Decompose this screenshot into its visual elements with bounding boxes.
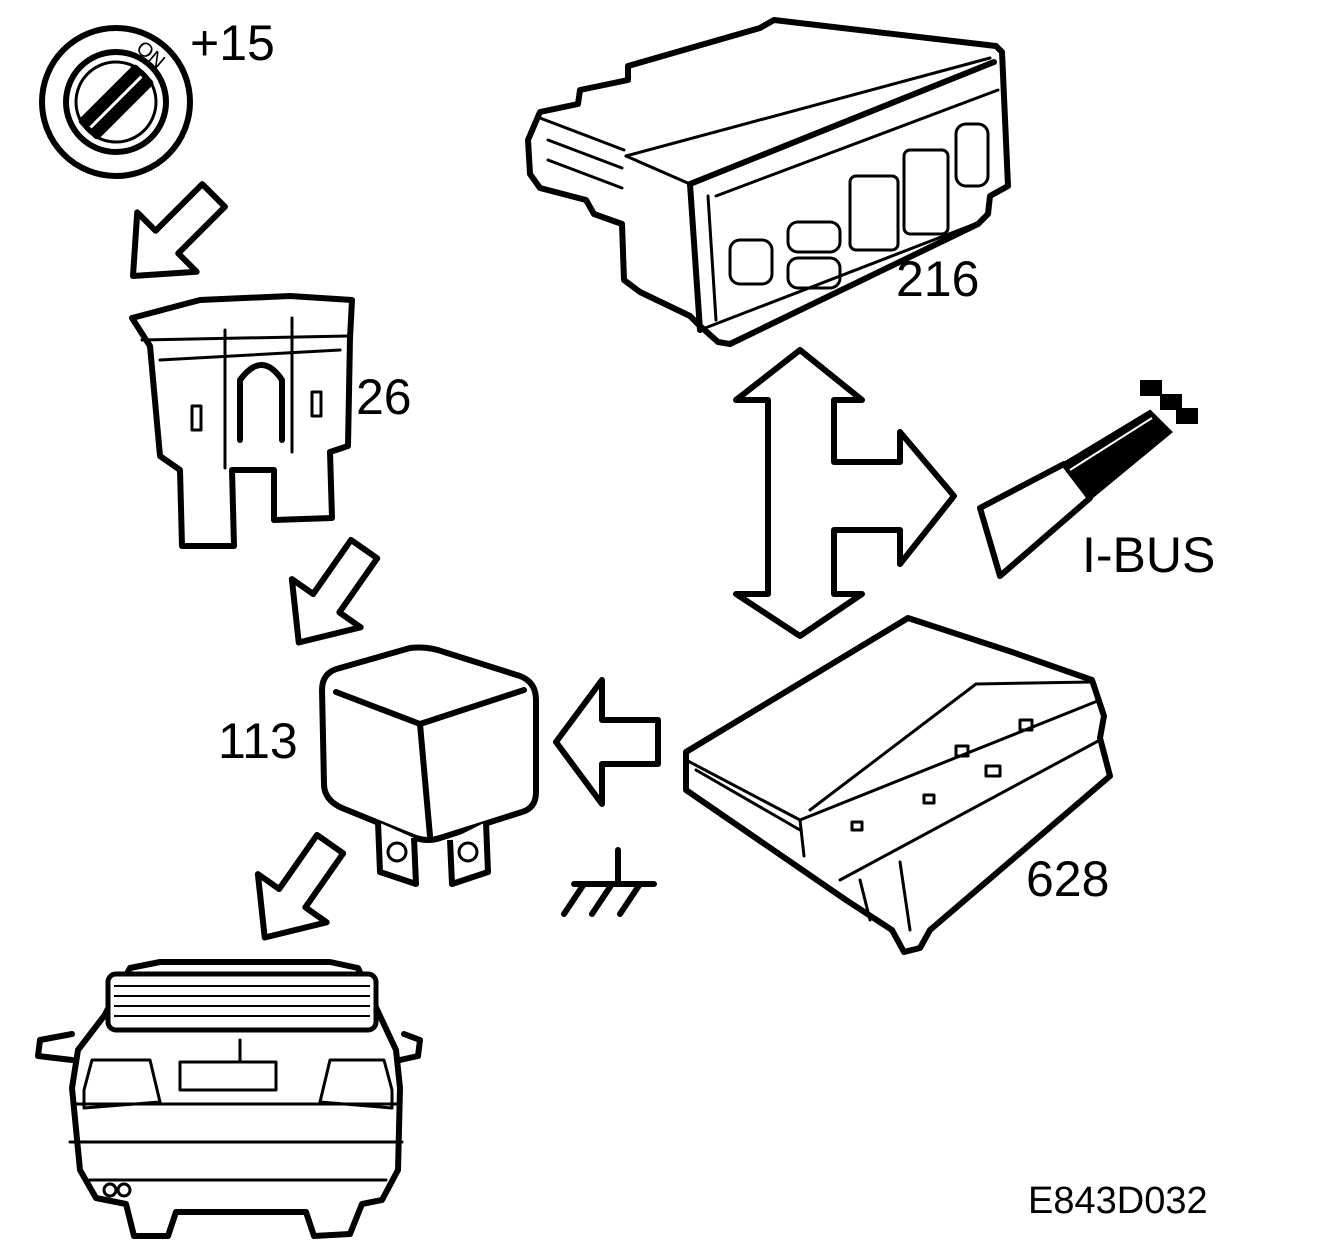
figure-id-label: E843D032 (1028, 1180, 1208, 1222)
bus-connector-icon (977, 380, 1198, 579)
rear-window-car-icon (35, 959, 423, 1239)
bus-link-double-arrow (733, 347, 957, 639)
panel-label: 216 (896, 251, 980, 307)
fuse-label: 26 (356, 369, 412, 425)
bus-label: I-BUS (1082, 527, 1216, 583)
fuse-icon (129, 293, 355, 549)
ignition-label: +15 (190, 15, 275, 71)
relay-icon (319, 644, 539, 887)
control-module-icon (683, 615, 1113, 955)
ignition-switch-icon (39, 25, 193, 179)
module-label: 628 (1026, 851, 1110, 907)
flow-arrow-ground-to-relay (553, 677, 661, 807)
flow-arrow-fuse-to-relay (288, 536, 381, 646)
control-panel-icon (525, 17, 1011, 347)
ground-icon (561, 847, 657, 917)
flow-arrow-relay-to-car (254, 831, 347, 941)
relay-label: 113 (218, 713, 298, 769)
flow-arrow-ignition-to-fuse (129, 181, 228, 280)
